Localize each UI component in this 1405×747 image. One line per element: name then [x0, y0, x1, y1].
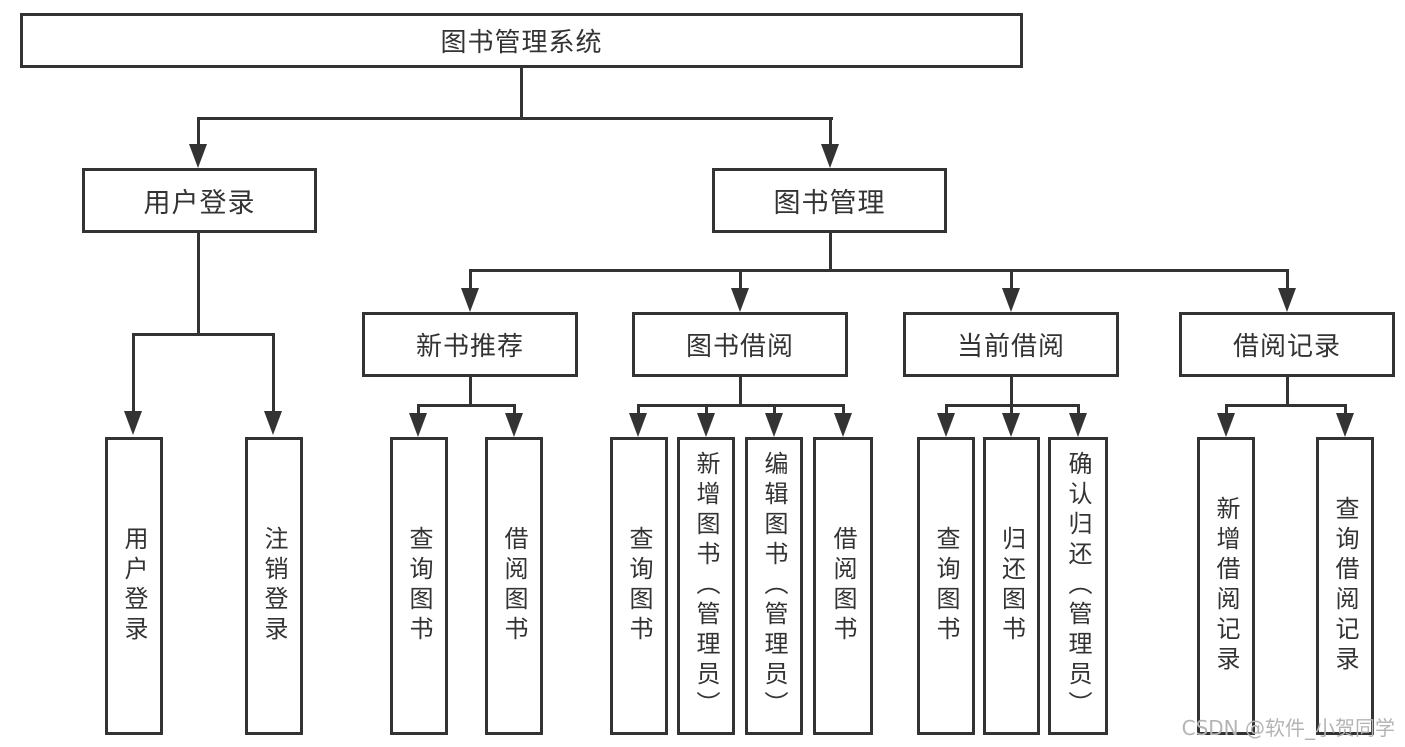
- leaf-nb-query-books-label: 查询图书: [405, 526, 433, 646]
- arrowhead-icon: [189, 144, 207, 168]
- watermark: CSDN @软件_小贺同学: [1181, 716, 1395, 740]
- connector-line: [197, 233, 200, 335]
- connector-line: [520, 68, 523, 119]
- arrowhead-icon: [629, 413, 647, 437]
- node-borrowing-records: 借阅记录: [1179, 312, 1395, 377]
- leaf-cb-return-books-label: 归还图书: [997, 526, 1026, 646]
- arrowhead-icon: [1336, 413, 1354, 437]
- node-library-system: 图书管理系统: [20, 13, 1023, 68]
- leaf-bb-query-books: 查询图书: [610, 437, 668, 735]
- arrowhead-icon: [1069, 413, 1087, 437]
- leaf-br-query-record: 查询借阅记录: [1316, 437, 1374, 735]
- leaf-bb-add-books-admin-label: 新增图书（管理员）: [692, 451, 720, 721]
- connector-line: [1286, 271, 1289, 290]
- leaf-cb-confirm-return-admin-label: 确认归还（管理员）: [1064, 451, 1092, 721]
- leaf-user-login-label: 用户登录: [120, 526, 148, 646]
- connector-line: [469, 269, 1289, 272]
- leaf-nb-borrow-books-label: 借阅图书: [500, 526, 528, 646]
- node-current-borrowing: 当前借阅: [903, 312, 1119, 377]
- connector-line: [513, 406, 516, 415]
- arrowhead-icon: [834, 413, 852, 437]
- arrowhead-icon: [1278, 288, 1296, 312]
- connector-line: [829, 233, 832, 271]
- arrowhead-icon: [821, 144, 839, 168]
- leaf-cb-query-books: 查询图书: [917, 437, 975, 735]
- connector-line: [1344, 406, 1347, 415]
- leaf-cb-confirm-return-admin: 确认归还（管理员）: [1048, 437, 1108, 735]
- node-current-borrowing-label: 当前借阅: [956, 332, 1065, 362]
- arrowhead-icon: [264, 411, 282, 435]
- connector-line: [132, 335, 135, 413]
- connector-line: [272, 335, 275, 413]
- node-book-management: 图书管理: [712, 168, 947, 233]
- node-book-borrowing-label: 图书借阅: [685, 332, 794, 362]
- arrowhead-icon: [124, 411, 142, 435]
- connector-line: [842, 406, 845, 415]
- connector-line: [417, 404, 516, 407]
- node-book-management-label: 图书管理: [773, 188, 886, 219]
- arrowhead-icon: [1002, 288, 1020, 312]
- connector-line: [197, 117, 833, 120]
- connector-line: [1225, 404, 1347, 407]
- leaf-br-query-record-label: 查询借阅记录: [1331, 496, 1359, 676]
- arrowhead-icon: [731, 288, 749, 312]
- leaf-bb-query-books-label: 查询图书: [625, 526, 653, 646]
- leaf-logout: 注销登录: [245, 437, 303, 735]
- leaf-nb-borrow-books: 借阅图书: [485, 437, 543, 735]
- connector-line: [637, 404, 845, 407]
- arrowhead-icon: [1217, 413, 1235, 437]
- node-borrowing-records-label: 借阅记录: [1232, 332, 1341, 362]
- connector-line: [1010, 406, 1013, 415]
- connector-line: [739, 271, 742, 290]
- connector-line: [1225, 406, 1228, 415]
- leaf-br-add-record: 新增借阅记录: [1197, 437, 1255, 735]
- connector-line: [773, 406, 776, 415]
- leaf-cb-return-books: 归还图书: [983, 437, 1040, 735]
- connector-line: [1010, 376, 1013, 406]
- connector-line: [945, 406, 948, 415]
- connector-line: [1010, 271, 1013, 290]
- node-user-login: 用户登录: [82, 168, 317, 233]
- connector-line: [739, 376, 742, 406]
- leaf-bb-add-books-admin: 新增图书（管理员）: [677, 437, 735, 735]
- leaf-user-login: 用户登录: [105, 437, 163, 735]
- arrowhead-icon: [937, 413, 955, 437]
- leaf-bb-edit-books-admin: 编辑图书（管理员）: [745, 437, 803, 735]
- arrowhead-icon: [409, 413, 427, 437]
- leaf-bb-borrow-books: 借阅图书: [813, 437, 873, 735]
- connector-line: [829, 119, 832, 147]
- connector-line: [197, 119, 200, 147]
- connector-line: [132, 333, 275, 336]
- leaf-bb-edit-books-admin-label: 编辑图书（管理员）: [760, 451, 788, 721]
- arrowhead-icon: [697, 413, 715, 437]
- connector-line: [945, 404, 1080, 407]
- connector-line: [417, 406, 420, 415]
- arrowhead-icon: [765, 413, 783, 437]
- connector-line: [705, 406, 708, 415]
- leaf-cb-query-books-label: 查询图书: [932, 526, 960, 646]
- connector-line: [1077, 406, 1080, 415]
- arrowhead-icon: [1002, 413, 1020, 437]
- connector-line: [637, 406, 640, 415]
- leaf-nb-query-books: 查询图书: [390, 437, 448, 735]
- arrowhead-icon: [505, 413, 523, 437]
- leaf-logout-label: 注销登录: [260, 526, 288, 646]
- leaf-br-add-record-label: 新增借阅记录: [1212, 496, 1240, 676]
- node-user-login-label: 用户登录: [143, 188, 256, 219]
- node-new-book-recommend: 新书推荐: [362, 312, 578, 377]
- node-new-book-recommend-label: 新书推荐: [415, 332, 524, 362]
- node-book-borrowing: 图书借阅: [632, 312, 848, 377]
- connector-line: [469, 271, 472, 290]
- connector-line: [469, 376, 472, 406]
- arrowhead-icon: [461, 288, 479, 312]
- node-library-system-label: 图书管理系统: [440, 28, 603, 58]
- leaf-bb-borrow-books-label: 借阅图书: [829, 526, 857, 646]
- connector-line: [1286, 376, 1289, 406]
